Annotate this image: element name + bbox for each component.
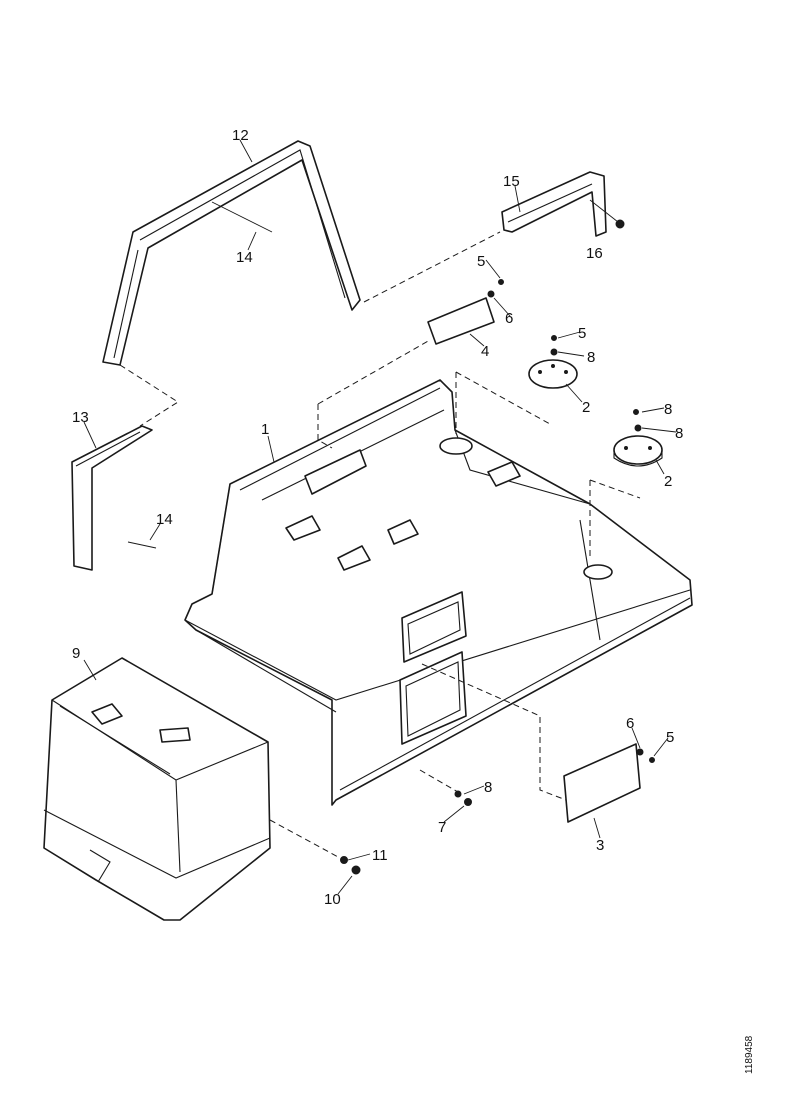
screw-5b-icon — [551, 335, 557, 341]
callout-8-upper: 8 — [587, 349, 595, 366]
callout-8-right-top: 8 — [664, 401, 672, 418]
callout-8-right-bottom: 8 — [675, 425, 683, 442]
part-9-front-hood — [43, 657, 271, 921]
part-4-cover-plate — [427, 297, 495, 345]
washer-8d-icon — [454, 790, 462, 798]
callout-labels: 1 2 2 3 4 5 5 5 6 6 6 7 8 8 8 8 9 10 11 … — [72, 127, 683, 908]
washer-8a-icon — [550, 348, 558, 356]
callout-13: 13 — [72, 409, 89, 426]
callout-2-lower: 2 — [664, 473, 672, 490]
fastener-14a-icon — [211, 201, 273, 233]
callout-6-bottom: 6 — [626, 715, 634, 732]
washer-6a-icon — [487, 290, 495, 298]
part-3-side-cover — [563, 743, 641, 823]
callout-leaders — [83, 139, 677, 895]
washer-11-icon — [340, 856, 348, 864]
screw-8b-icon — [633, 409, 639, 415]
callout-9: 9 — [72, 645, 80, 662]
part-13-side-bracket — [71, 425, 153, 571]
callout-14-upper: 14 — [236, 249, 253, 266]
callout-2-upper: 2 — [582, 399, 590, 416]
part-1-main-housing — [184, 379, 693, 806]
bolt-7-icon — [464, 798, 472, 806]
callout-5-middle: 5 — [578, 325, 586, 342]
callout-12: 12 — [232, 127, 249, 144]
callout-8-lower: 8 — [484, 779, 492, 796]
callout-11: 11 — [372, 847, 388, 864]
callout-16: 16 — [586, 245, 603, 262]
callout-4: 4 — [481, 343, 489, 360]
callout-15: 15 — [503, 173, 520, 190]
part-2-round-cover-lower — [613, 435, 663, 467]
assembly-lines — [119, 231, 641, 859]
bolt-10-icon — [351, 865, 361, 875]
figure-reference-number: 1189458 — [744, 1035, 755, 1074]
part-2-round-cover-upper — [528, 359, 578, 389]
part-12-top-rail — [102, 140, 361, 366]
hardware — [127, 199, 655, 875]
washer-8c-icon — [634, 424, 642, 432]
callout-3: 3 — [596, 837, 604, 854]
callout-5-top: 5 — [477, 253, 485, 270]
callout-14-lower: 14 — [156, 511, 173, 528]
fastener-14b-icon — [127, 541, 157, 549]
callout-1: 1 — [261, 421, 269, 438]
washer-6c-icon — [636, 748, 644, 756]
callout-5-bottom: 5 — [666, 729, 674, 746]
callout-10: 10 — [324, 891, 341, 908]
part-15-rear-bracket — [501, 171, 607, 237]
screw-5a-icon — [498, 279, 504, 285]
screw-5c-icon — [649, 757, 655, 763]
callout-6-top: 6 — [505, 310, 513, 327]
callout-7: 7 — [438, 819, 446, 836]
